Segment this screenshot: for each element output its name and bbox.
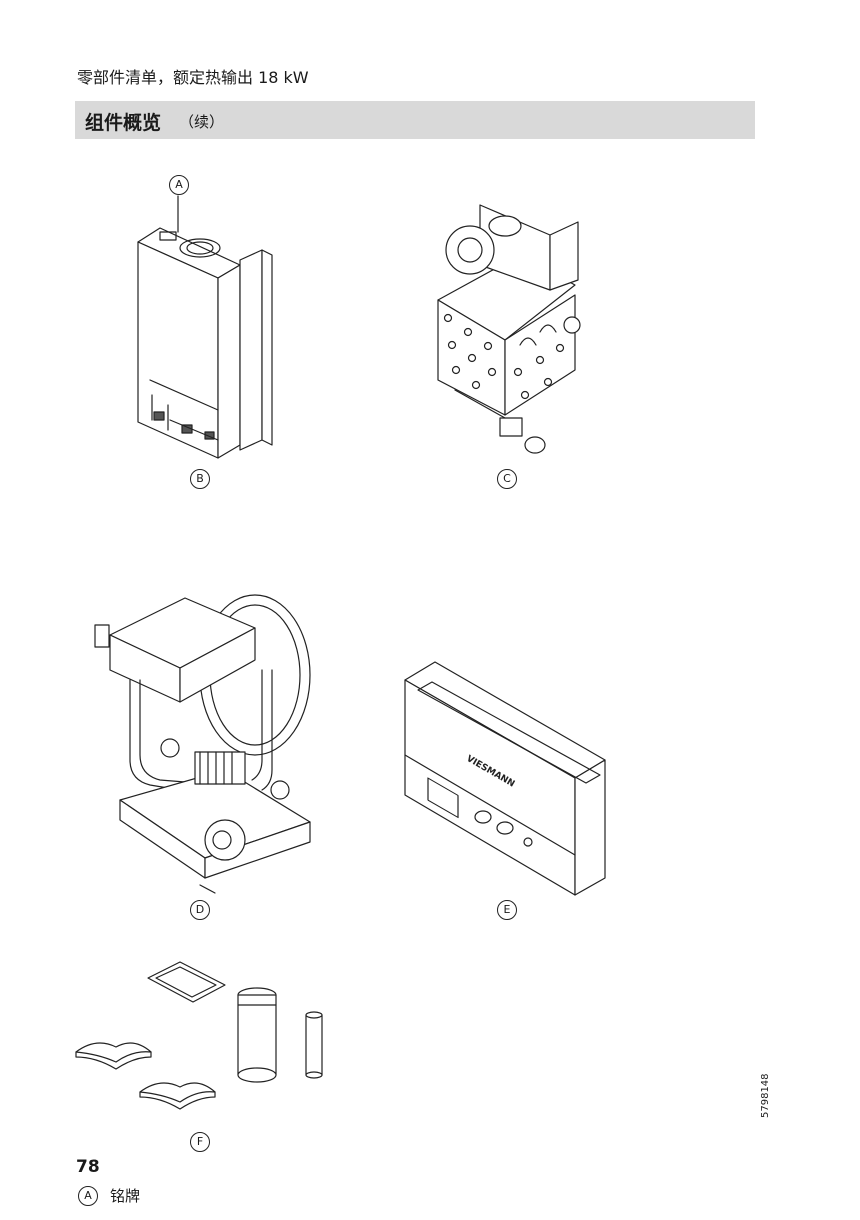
illustration-accessories bbox=[75, 961, 323, 1110]
legend-text: 铭牌 bbox=[110, 1187, 141, 1205]
label-a: A bbox=[169, 175, 189, 195]
label-b: B bbox=[190, 469, 210, 489]
section-title: 组件概览 bbox=[85, 112, 162, 134]
label-f: F bbox=[190, 1132, 210, 1152]
legend-item: A 铭牌 bbox=[78, 1185, 140, 1206]
nameplate-mark bbox=[159, 231, 177, 241]
illustration-hydraulic-assembly bbox=[94, 594, 311, 894]
section-subtitle: （续） bbox=[179, 113, 225, 131]
illustration-heat-exchanger bbox=[437, 204, 581, 454]
illustration-front-cover: VIESMANN bbox=[404, 661, 606, 896]
page-number: 78 bbox=[76, 1157, 100, 1177]
label-c: C bbox=[497, 469, 517, 489]
label-d: D bbox=[190, 900, 210, 920]
illustration-boiler-housing bbox=[137, 195, 273, 459]
document-code: 5798148 bbox=[760, 1073, 771, 1118]
label-e: E bbox=[497, 900, 517, 920]
section-title-band: 组件概览 （续） bbox=[75, 101, 755, 139]
legend-letter: A bbox=[78, 1185, 98, 1206]
header-line: 零部件清单，额定热输出 18 kW bbox=[77, 68, 309, 87]
